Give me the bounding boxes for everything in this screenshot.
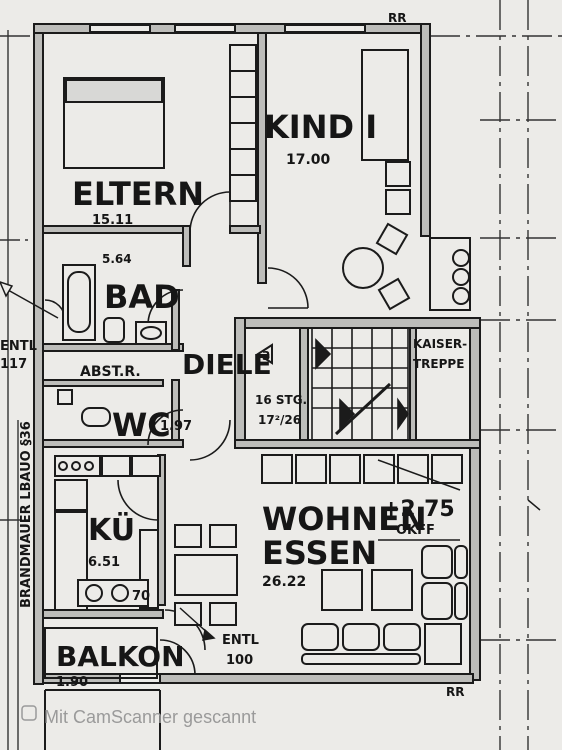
kaiser-line2: TREPPE: [413, 357, 464, 371]
level-label: OKFF: [396, 523, 435, 538]
top-windows: [89, 24, 366, 33]
bad-fixtures: [57, 264, 167, 427]
brandmauer-label: BRANDMAUER LBAUO §36: [19, 421, 34, 608]
kaiser-line1: KAISER-: [413, 337, 467, 351]
balkon-rail: [44, 627, 161, 750]
watermark-text: Mit CamScanner gescannt: [44, 707, 256, 727]
kind-furniture: [342, 49, 411, 311]
kind-area: 17.00: [286, 152, 331, 168]
camscanner-icon: [21, 705, 37, 721]
stairs-steps: 16 STG.: [255, 393, 307, 407]
bad-label: BAD: [104, 278, 180, 316]
kind-label: KIND I: [264, 108, 377, 146]
direction-arrows: [0, 281, 541, 641]
rr-bottom: RR: [446, 685, 464, 699]
kueche-dim: 70: [132, 589, 150, 604]
wohnen-area: 26.22: [262, 574, 306, 590]
wc-area: 1.97: [160, 419, 192, 434]
abstr-label: ABST.R.: [80, 364, 141, 380]
entl-inner-label: ENTL: [222, 633, 259, 648]
stair-number: 3: [262, 349, 270, 363]
kueche-area: 6.51: [88, 555, 120, 570]
stairs: [256, 327, 409, 441]
rr-top: RR: [388, 11, 406, 25]
wc-label: WC: [112, 406, 171, 444]
balcony-plants: [429, 237, 471, 311]
wohnen-furniture: [174, 454, 468, 665]
wohnen-line1: WOHNEN: [262, 500, 427, 538]
level-value: +2.75: [382, 497, 455, 522]
kitchen-fixtures: [54, 455, 161, 611]
balkon-area: 1.90: [56, 675, 88, 690]
wardrobe: [229, 44, 257, 202]
balkon-label: BALKON: [56, 640, 185, 673]
bad-area: 5.64: [102, 252, 132, 266]
eltern-area: 15.11: [92, 213, 133, 228]
interior-walls: [42, 32, 481, 619]
entl-left-label: ENTL: [0, 339, 37, 354]
camscanner-watermark: Mit CamScanner gescannt: [21, 705, 256, 727]
entl-left-value: 117: [0, 357, 27, 372]
wohnen-line2: ESSEN: [262, 534, 377, 572]
entl-inner-value: 100: [226, 653, 253, 668]
eltern-bed: [63, 77, 165, 169]
door-arcs: [44, 191, 309, 676]
diele-label: DIELE: [182, 348, 272, 381]
stairs-ratio: 17²/26: [258, 413, 301, 427]
kueche-label: KÜ: [88, 511, 135, 548]
eltern-label: ELTERN: [72, 175, 204, 213]
